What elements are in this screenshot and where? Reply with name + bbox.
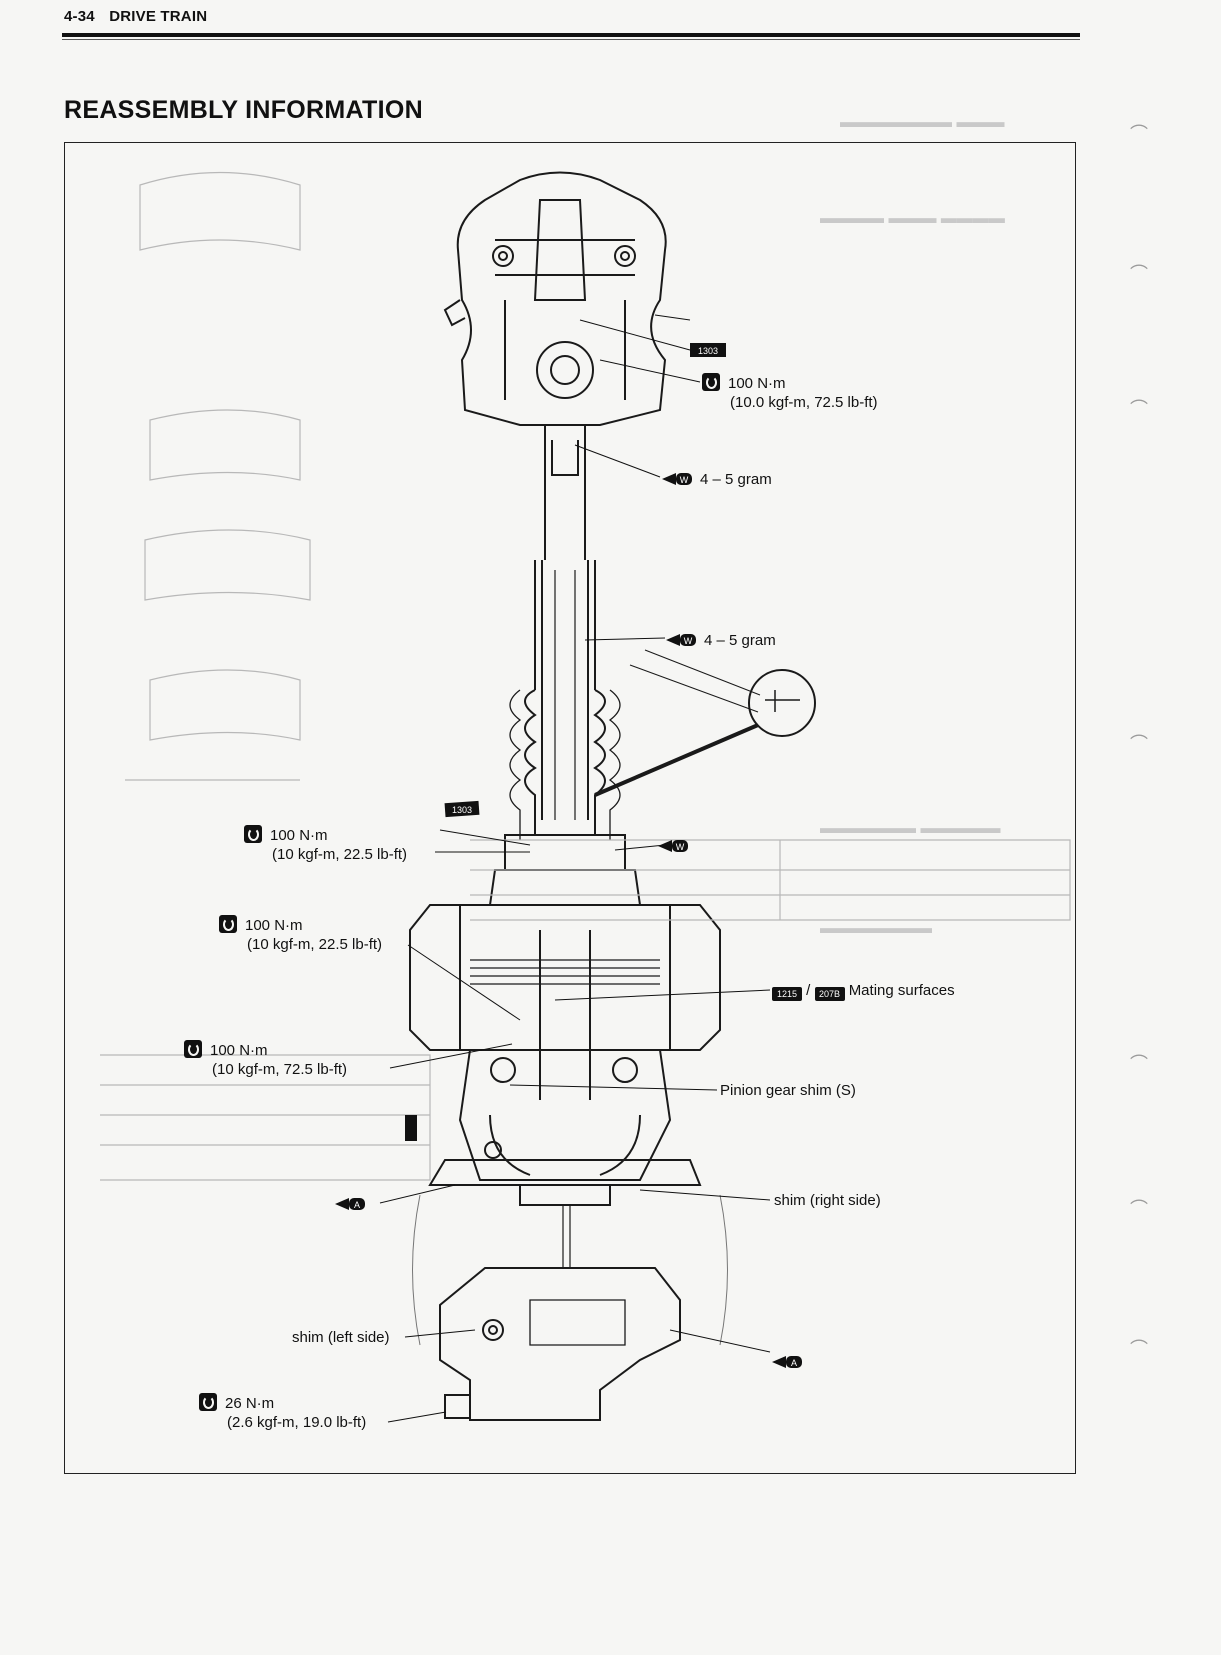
svg-text:A: A [791,1358,797,1368]
header-rule [62,33,1080,37]
sealant-207b-icon: 207B [814,987,845,1001]
torque-label-bottom: 26 N·m (2.6 kgf-m, 19.0 lb-ft) [199,1393,366,1432]
grease-gun-w-icon: W [666,634,696,646]
svg-text:A: A [354,1200,360,1210]
torque-wrench-icon [219,915,237,933]
binder-mark: ⌒ [1130,124,1148,144]
torque-label-top: 100 N·m (10.0 kgf-m, 72.5 lb-ft) [702,373,878,412]
thread-lock-1303-icon: 1303 [690,343,726,357]
svg-text:1303: 1303 [452,805,472,815]
pinion-shim-label: Pinion gear shim (S) [720,1082,856,1099]
binder-mark: ⌒ [1130,399,1148,419]
page-number: 4-34 [64,8,95,25]
svg-text:W: W [676,842,685,852]
sealant-tube-icon [405,1115,417,1141]
torque-wrench-icon [184,1040,202,1058]
torque-wrench-icon [244,825,262,843]
header-rule-thin [62,39,1080,40]
torque-wrench-icon [702,373,720,391]
torque-label-left1: 100 N·m (10 kgf-m, 22.5 lb-ft) [244,825,407,864]
shim-right-label: shim (right side) [774,1192,881,1209]
binder-mark: ⌒ [1130,1199,1148,1219]
svg-text:1303: 1303 [698,346,718,356]
thread-lock-1303-icon: 1303 [444,800,480,818]
page-header: 4-34 DRIVE TRAIN [64,8,207,25]
mating-surfaces-label: 1215 / 207B Mating surfaces [772,981,955,1001]
binder-mark: ⌒ [1130,1339,1148,1359]
torque-label-left3: 100 N·m (10 kgf-m, 72.5 lb-ft) [184,1040,347,1079]
svg-text:W: W [684,636,693,646]
grease-gun-a-icon: A [335,1198,365,1210]
binder-mark: ⌒ [1130,264,1148,284]
diagram-frame [64,142,1076,1474]
shim-left-label: shim (left side) [292,1329,390,1346]
grease-gun-w-icon: W [658,840,688,852]
torque-wrench-icon [199,1393,217,1411]
svg-text:W: W [680,475,689,485]
binder-mark: ⌒ [1130,1054,1148,1074]
grease-gun-w-icon: W [662,473,692,485]
section-name: DRIVE TRAIN [109,8,208,25]
binder-mark: ⌒ [1130,734,1148,754]
grease-gun-a-icon: A [772,1356,802,1368]
torque-label-left2: 100 N·m (10 kgf-m, 22.5 lb-ft) [219,915,382,954]
sealant-1215-icon: 1215 [772,987,802,1001]
page-title: REASSEMBLY INFORMATION [64,96,423,124]
